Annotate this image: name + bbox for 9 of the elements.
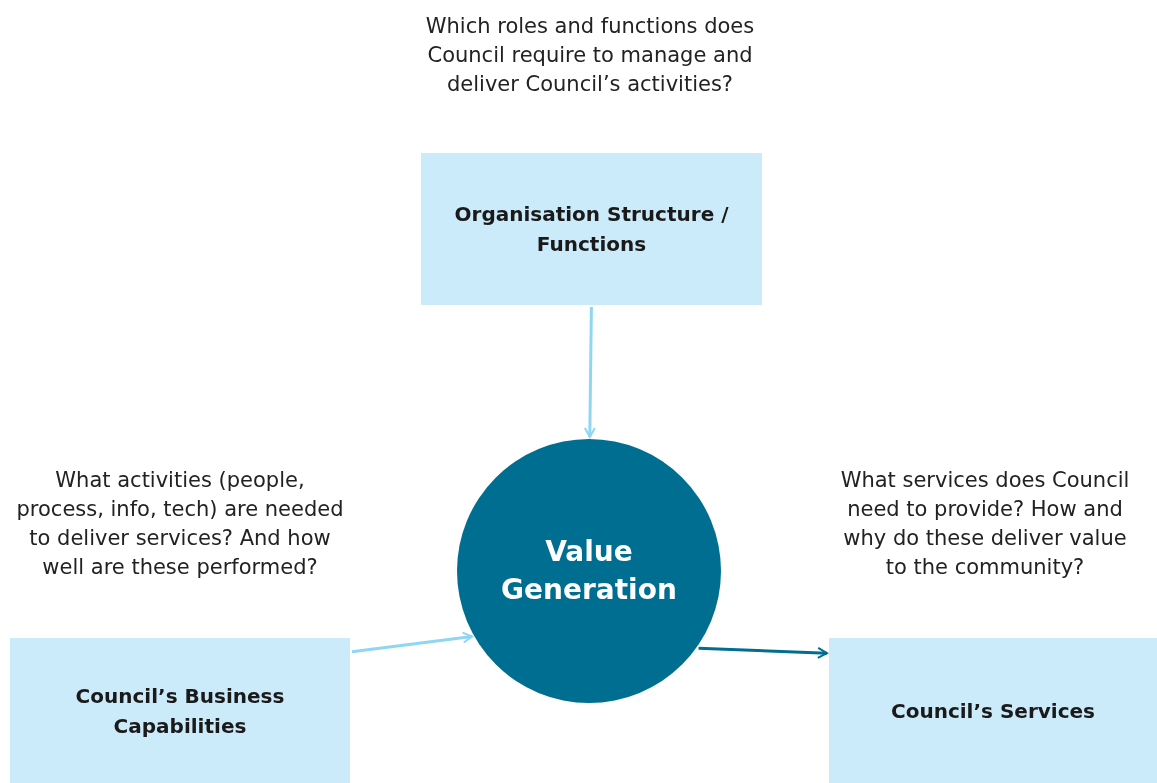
question-text: Which roles and functions does Council require to manage and deliver Council’s activities? bbox=[425, 13, 755, 98]
arrow bbox=[351, 631, 474, 654]
question-text: What services does Council need to provide? How and why do these deliver value to the community? bbox=[839, 467, 1131, 581]
process-box: Council’s Services bbox=[829, 638, 1157, 783]
arrow bbox=[698, 646, 828, 659]
process-box: Organisation Structure / Functions bbox=[421, 153, 762, 305]
process-box: Council’s Business Capabilities bbox=[10, 638, 350, 783]
arrow bbox=[583, 306, 596, 438]
question-text: What activities (people, process, info, tech) are needed to deliver services? And how well are these performed? bbox=[15, 467, 345, 581]
